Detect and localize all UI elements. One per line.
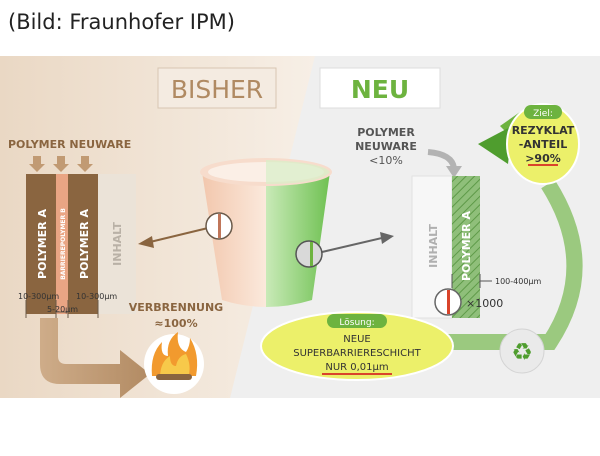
right-feed-label-2: NEUWARE [355,140,417,153]
left-zoom-arrowhead [138,236,154,248]
recycle-icon-background [499,328,545,374]
left-zoom-arrow [149,227,209,243]
neu-title: NEU [351,75,409,104]
right-dim: 100-400µm [495,277,542,286]
left-layer-label-1: POLYMER A [36,209,49,279]
solution-head: Lösung: [339,318,374,328]
left-feed-arrows [29,156,93,172]
cup-illustration [200,158,332,307]
goal-value: >90% [525,152,561,165]
right-magnifier-layer [310,242,313,266]
barrier-magnifier-layer [447,290,450,314]
left-layer-polymer-a-2 [68,174,98,314]
solution-head-pill [327,314,387,328]
right-layer-label-2: POLYMER A [460,211,473,281]
solution-line-2: SUPERBARRIERESCHICHT [293,348,421,359]
neu-title-box [319,67,441,109]
fire-icon [151,332,198,380]
left-flow-arrow [40,318,150,398]
goal-head-pill [524,105,562,119]
right-feed-label-1: POLYMER [357,126,415,139]
right-feed-value: <10% [369,154,403,167]
right-layer-label-1: INHALT [427,224,440,268]
goal-bubble [506,103,580,185]
recycling-loop [420,179,583,350]
left-magnifier-barrier [218,214,221,238]
goal-line-1: REZYKLAT [512,124,575,137]
burn-value: ≈100% [154,317,197,330]
goal-head: Ziel: [533,109,553,119]
magnify-factor: ×1000 [466,297,503,310]
left-dim-a: 10-300µm [18,292,59,301]
left-layer-content [98,174,136,314]
goal-line-2: -ANTEIL [519,138,567,151]
left-dim-barrier: 5-20µm [47,305,78,314]
solution-bubble [260,311,454,381]
left-dim-b: 10-300µm [76,292,117,301]
left-layer-polymer-a-1 [26,174,56,314]
solution-line-3: NUR 0,01µm [325,362,388,373]
right-zoom-arrow [321,237,383,253]
left-layer-label-2: BARRIEREPOLYMER B [60,208,67,280]
recycling-loop-arrowhead [478,126,512,164]
image-caption: (Bild: Fraunhofer IPM) [8,10,235,34]
left-dimension-lines [25,300,99,318]
recycling-diagram: BISHER NEU POLYMER NEUWARE POLYMER A BAR… [0,56,600,398]
right-zoom-arrowhead [380,232,394,244]
right-feed-arrow [427,149,457,169]
left-layer-label-3: POLYMER A [78,209,91,279]
right-dimension-lines [451,274,492,288]
left-layer-barrier [56,174,68,314]
left-layer-label-4: INHALT [111,222,124,266]
right-feed-arrowhead [446,166,462,178]
solution-line-1: NEUE [343,334,370,345]
recycle-icon: ♻ [511,338,533,366]
bisher-title-box [157,67,277,109]
right-magnifier [295,240,323,268]
left-feed-label: POLYMER NEUWARE [8,138,131,151]
burn-label: VERBRENNUNG [129,301,223,314]
bisher-title: BISHER [171,75,263,104]
